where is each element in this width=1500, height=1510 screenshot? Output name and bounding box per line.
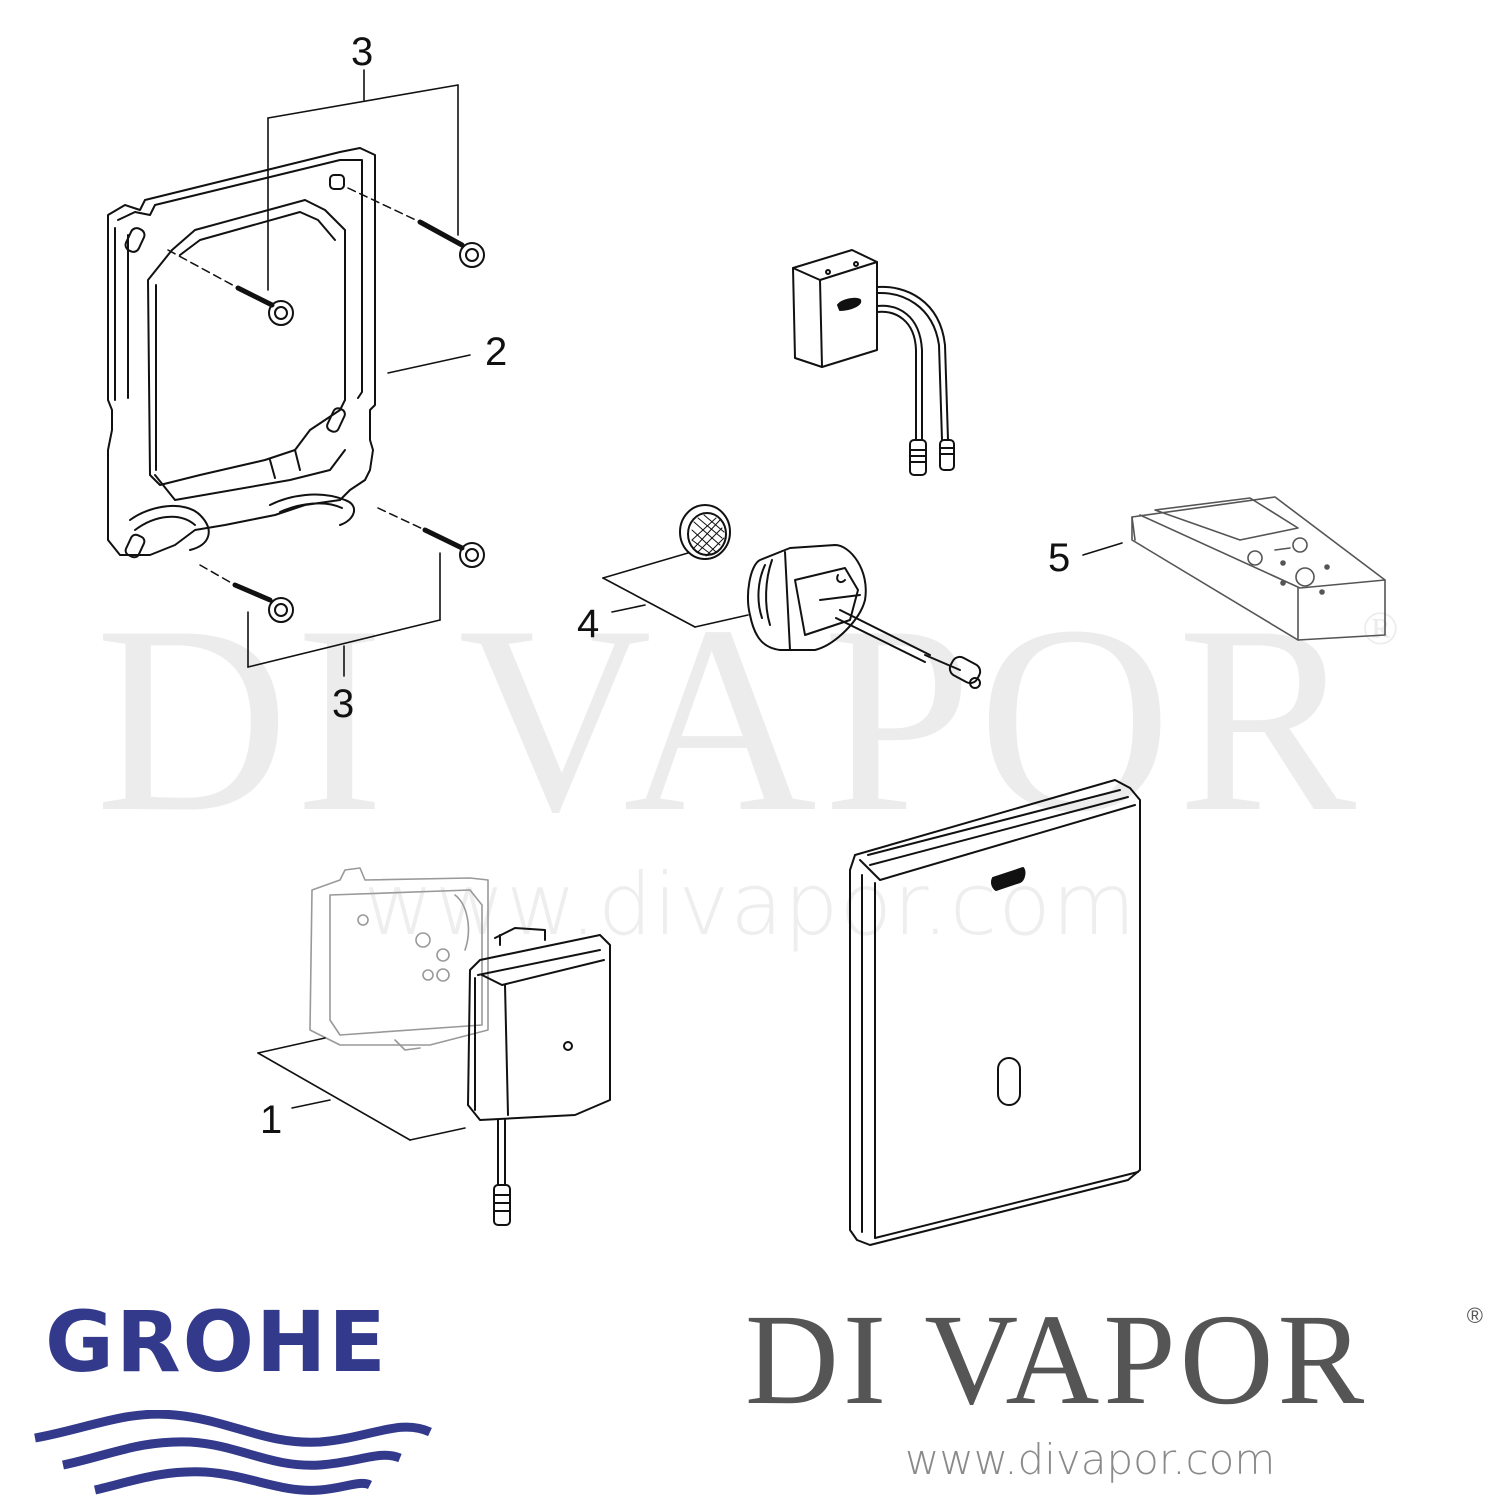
cover-plate-drawing bbox=[849, 779, 1141, 1246]
electronics-module-drawing bbox=[792, 249, 955, 476]
registered-mark: ® bbox=[1466, 1303, 1483, 1328]
power-supply-drawing bbox=[467, 927, 611, 1226]
divapor-logo: DI VAPOR ® www.divapor.com bbox=[745, 1295, 1495, 1495]
remote-control-drawing bbox=[1131, 496, 1386, 641]
solenoid-valve-drawing bbox=[679, 504, 982, 689]
watermark-url: www.divapor.com bbox=[363, 855, 1137, 955]
leader-2 bbox=[387, 354, 471, 374]
grohe-logo: GROHE bbox=[30, 1293, 450, 1495]
junction-box-drawing bbox=[309, 867, 489, 1051]
leader-4 bbox=[602, 552, 749, 628]
leader-3-top bbox=[267, 69, 459, 291]
screw-drawings bbox=[167, 187, 485, 623]
callout-3-top: 3 bbox=[351, 30, 374, 74]
callout-1: 1 bbox=[260, 1098, 283, 1142]
leader-5 bbox=[1082, 542, 1123, 556]
leader-3-bottom bbox=[247, 552, 441, 677]
leader-1 bbox=[257, 1037, 466, 1141]
callout-2: 2 bbox=[485, 330, 508, 374]
callout-5: 5 bbox=[1048, 536, 1071, 580]
callout-4: 4 bbox=[577, 602, 600, 646]
divapor-wordmark: DI VAPOR bbox=[745, 1288, 1369, 1432]
grohe-waves-icon bbox=[34, 1410, 432, 1495]
grohe-wordmark: GROHE bbox=[45, 1293, 388, 1391]
mounting-frame-drawing bbox=[107, 147, 376, 559]
watermark-brand: DI VAPOR® bbox=[95, 570, 1405, 867]
callout-3-bottom: 3 bbox=[332, 682, 355, 726]
divapor-url: www.divapor.com bbox=[905, 1435, 1276, 1484]
